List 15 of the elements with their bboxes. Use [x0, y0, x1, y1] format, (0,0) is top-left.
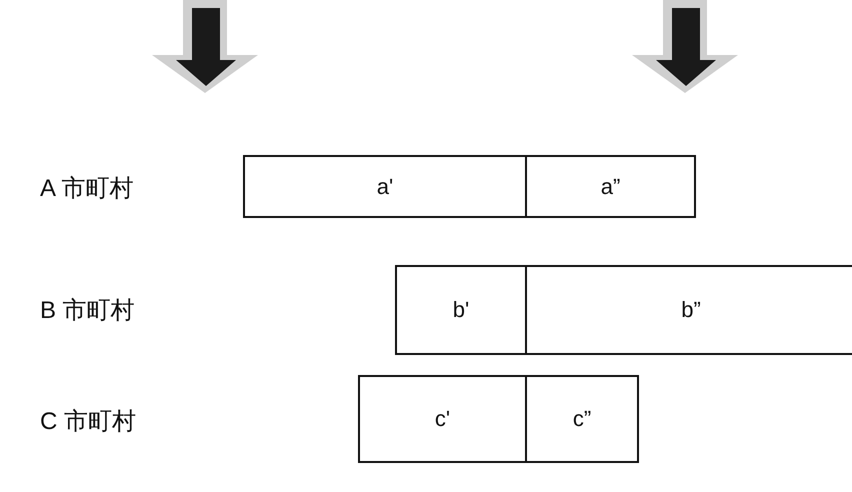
bar-segment	[395, 265, 527, 355]
segment-label: a'	[376, 174, 394, 200]
segment-label: b'	[452, 297, 470, 323]
row-label: B 市町村	[40, 296, 135, 326]
bar-segment	[525, 265, 852, 355]
segment-label: a”	[600, 174, 620, 200]
bar-segment	[358, 375, 527, 463]
bar-segment	[243, 155, 527, 218]
segment-label: c'	[434, 406, 450, 432]
row-label: A 市町村	[40, 174, 134, 204]
row-label: C 市町村	[40, 407, 136, 437]
bar-segment	[525, 375, 639, 463]
bar-segment	[525, 155, 696, 218]
segment-label: c”	[572, 406, 592, 432]
segment-label: b”	[681, 297, 701, 323]
